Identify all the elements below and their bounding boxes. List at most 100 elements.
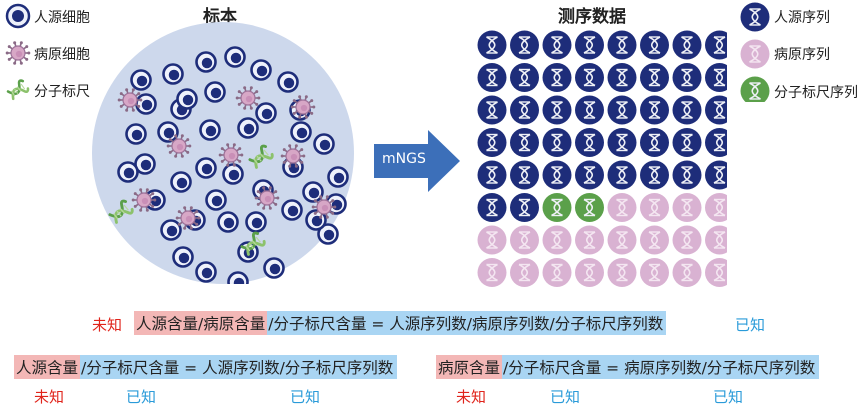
human-cell-icon: [302, 181, 324, 203]
pathogen-sequence-icon: [705, 193, 727, 222]
pathogen-sequence-icon: [575, 258, 604, 287]
human-cell-icon: [313, 133, 335, 155]
eq1-ratio: 人源含量/病原含量: [134, 311, 268, 335]
right-legend-icons: [740, 2, 770, 102]
legend-human-seq: 人源序列: [774, 10, 830, 26]
pathogen-cell-icon: [235, 86, 261, 110]
legend-pathogen-cell: 病原细胞: [34, 47, 90, 63]
eq2-left: 人源含量: [14, 355, 81, 379]
pathogen-sequence-icon: [740, 39, 770, 69]
human-cell-icon: [199, 119, 221, 141]
human-sequence-icon: [542, 30, 572, 60]
human-sequence-icon: [510, 30, 539, 60]
human-sequence-icon: [607, 30, 637, 60]
pathogen-cell-icon: [5, 41, 31, 65]
pathogen-sequence-icon: [672, 225, 702, 255]
sample-circle: [92, 22, 354, 284]
eq1-unknown: 未知: [92, 316, 123, 334]
pathogen-sequence-icon: [607, 225, 637, 255]
pathogen-sequence-icon: [510, 258, 539, 287]
human-cell-icon: [217, 211, 239, 233]
pathogen-sequence-icon: [672, 193, 702, 222]
human-sequence-icon: [607, 63, 637, 92]
pathogen-sequence-icon: [705, 225, 727, 255]
human-cell-icon: [195, 51, 217, 73]
human-sequence-icon: [510, 193, 539, 222]
eq1-known: 已知: [735, 316, 766, 334]
human-cell-icon: [263, 257, 285, 279]
human-cell-icon: [117, 161, 139, 183]
pathogen-sequence-icon: [477, 258, 507, 287]
human-cell-icon: [195, 157, 217, 179]
human-cell-icon: [130, 69, 152, 91]
human-cell-icon: [5, 3, 31, 29]
human-sequence-icon: [640, 95, 669, 125]
human-sequence-icon: [477, 95, 507, 125]
human-cell-icon: [134, 153, 156, 175]
pathogen-cell-icon: [166, 134, 192, 158]
human-cell-icon: [157, 121, 179, 143]
human-cell-icon: [327, 166, 349, 188]
pathogen-sequence-icon: [542, 258, 572, 287]
human-cell-icon: [135, 93, 157, 115]
pathogen-sequence-icon: [640, 258, 669, 287]
legend-spike-seq: 分子标尺序列: [774, 85, 858, 101]
pathogen-sequence-icon: [607, 258, 637, 287]
human-cell-icon: [195, 261, 217, 283]
human-sequence-icon: [607, 95, 637, 125]
human-sequence-icon: [575, 30, 604, 60]
human-cell-icon: [204, 81, 226, 103]
human-sequence-icon: [575, 95, 604, 125]
human-sequence-icon: [542, 63, 572, 92]
human-cell-icon: [255, 102, 277, 124]
human-cell-icon: [170, 98, 192, 120]
pathogen-sequence-icon: [575, 225, 604, 255]
spike-sequence-icon: [575, 193, 604, 222]
eq3-known-1: 已知: [550, 388, 581, 406]
human-cell-icon: [160, 219, 182, 241]
human-sequence-icon: [542, 95, 572, 125]
pathogen-sequence-icon: [640, 193, 669, 222]
human-cell-icon: [317, 223, 339, 245]
pathogen-sequence-icon: [705, 258, 727, 287]
pathogen-cell-icon: [311, 195, 337, 219]
human-cell-icon: [305, 209, 327, 231]
human-cell-icon: [281, 199, 303, 221]
human-sequence-icon: [575, 160, 604, 190]
dna-spike-in-icon: [240, 231, 266, 256]
human-sequence-icon: [542, 128, 572, 157]
human-sequence-icon: [640, 160, 669, 190]
human-sequence-icon: [510, 95, 539, 125]
human-sequence-icon: [705, 160, 727, 190]
human-cell-icon: [224, 46, 246, 68]
human-sequence-icon: [477, 128, 507, 157]
eq2-right: /分子标尺含量 = 人源序列数/分子标尺序列数: [80, 355, 398, 379]
human-sequence-icon: [640, 128, 669, 157]
human-sequence-icon: [672, 63, 702, 92]
human-cell-icon: [250, 59, 272, 81]
human-cell-icon: [222, 163, 244, 185]
mngs-label: mNGS: [382, 151, 426, 167]
eq3-unknown: 未知: [456, 388, 487, 406]
human-sequence-icon: [740, 2, 770, 32]
dna-spike-in-icon: [248, 144, 274, 169]
legend-human-cell: 人源细胞: [34, 10, 90, 26]
equation-2: 人源含量/分子标尺含量 = 人源序列数/分子标尺序列数: [14, 355, 398, 379]
legend-pathogen-seq: 病原序列: [774, 47, 830, 63]
spike-sequence-icon: [740, 76, 770, 102]
human-cell-icon: [277, 71, 299, 93]
pathogen-cell-icon: [218, 143, 244, 167]
eq2-known-2: 已知: [290, 388, 321, 406]
pathogen-sequence-icon: [672, 258, 702, 287]
pathogen-sequence-icon: [510, 225, 539, 255]
human-cell-icon: [172, 246, 194, 268]
human-sequence-icon: [477, 193, 507, 222]
human-sequence-icon: [672, 128, 702, 157]
human-cell-icon: [237, 117, 259, 139]
human-cell-icon: [227, 271, 249, 284]
pathogen-cell-icon: [131, 188, 157, 212]
pathogen-cell-icon: [175, 206, 201, 230]
sample-title: 标本: [203, 7, 237, 27]
human-sequence-icon: [705, 63, 727, 92]
human-sequence-icon: [477, 30, 507, 60]
